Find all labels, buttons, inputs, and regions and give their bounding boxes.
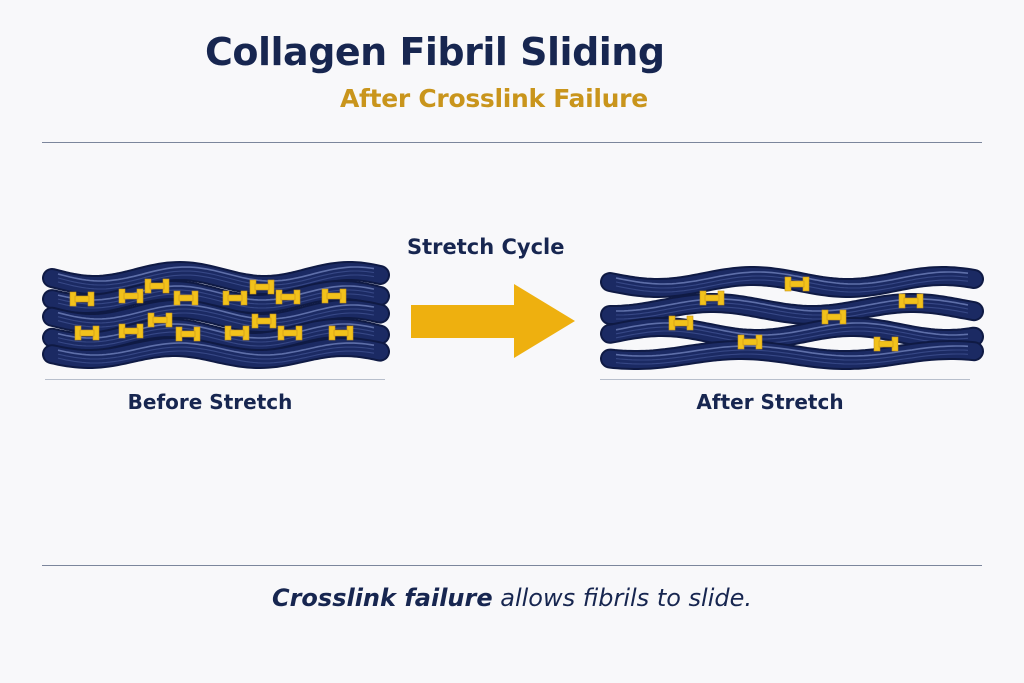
fibril-strand bbox=[616, 306, 969, 320]
fibril-strand bbox=[57, 289, 375, 305]
fibril-strand bbox=[615, 275, 969, 289]
crosslink-icon bbox=[175, 326, 201, 342]
process-label: Stretch Cycle bbox=[407, 235, 565, 259]
after-fibril-bundle bbox=[600, 266, 984, 370]
crosslink-icon bbox=[74, 325, 100, 341]
fibril-body bbox=[44, 301, 388, 332]
crosslink-icon bbox=[147, 312, 173, 328]
right-arrow-icon bbox=[411, 284, 575, 358]
fibril-strand bbox=[57, 323, 375, 339]
fibril-strand bbox=[615, 330, 969, 344]
fibril-body bbox=[44, 262, 388, 294]
fibril-strand bbox=[615, 271, 969, 285]
diagram-title: Collagen Fibril Sliding bbox=[205, 30, 665, 74]
fibril-strand bbox=[57, 331, 375, 347]
crosslink-icon bbox=[321, 288, 347, 304]
diagram-subtitle: After Crosslink Failure bbox=[340, 84, 648, 113]
crosslink-icon bbox=[737, 334, 763, 350]
fibril-strand bbox=[57, 350, 375, 364]
crosslink-icon bbox=[118, 323, 144, 339]
crosslink-icon bbox=[873, 336, 899, 352]
crosslink-icon bbox=[224, 325, 250, 341]
crosslink-icon bbox=[821, 309, 847, 325]
before-stretch-label: Before Stretch bbox=[127, 390, 293, 414]
fibril-strand bbox=[57, 327, 375, 343]
crosslink-icon bbox=[69, 291, 95, 307]
crosslink-icon bbox=[144, 278, 170, 294]
fibril-strand bbox=[57, 293, 375, 309]
before-fibril-bundle bbox=[42, 260, 390, 369]
fibril-body bbox=[44, 338, 388, 367]
bottom-divider bbox=[42, 565, 982, 566]
fibril-strand bbox=[57, 346, 375, 360]
crosslink-icon bbox=[784, 276, 810, 292]
fibril-strand bbox=[615, 353, 969, 365]
fibril-strand bbox=[57, 285, 375, 301]
fibril-strand bbox=[57, 266, 375, 282]
crosslink-icon bbox=[118, 288, 144, 304]
caption: Crosslink failure allows fibrils to slid… bbox=[0, 584, 1024, 612]
crosslink-icon bbox=[173, 290, 199, 306]
caption-emphasis: Crosslink failure bbox=[271, 584, 493, 612]
crosslink-icon bbox=[249, 279, 275, 295]
fibril-strand bbox=[57, 274, 375, 290]
fibril-body bbox=[602, 342, 982, 368]
after-stretch-label: After Stretch bbox=[696, 390, 844, 414]
crosslink-icon bbox=[898, 293, 924, 309]
crosslink-icon bbox=[251, 313, 277, 329]
crosslink-icon bbox=[275, 289, 301, 305]
top-divider bbox=[42, 142, 982, 143]
caption-text: allows fibrils to slide. bbox=[492, 584, 753, 612]
crosslink-icon bbox=[277, 325, 303, 341]
fibril-strand bbox=[57, 342, 375, 356]
fibril-strand bbox=[57, 270, 375, 286]
fibril-strand bbox=[57, 304, 375, 320]
fibril-strand bbox=[57, 308, 375, 324]
fibril-strand bbox=[615, 345, 969, 357]
fibril-strand bbox=[615, 349, 969, 361]
crosslink-icon bbox=[222, 290, 248, 306]
crosslink-icon bbox=[699, 290, 725, 306]
before-baseline bbox=[45, 379, 385, 380]
crosslink-icon bbox=[668, 315, 694, 331]
crosslink-icon bbox=[328, 325, 354, 341]
fibril-body bbox=[44, 319, 388, 351]
after-baseline bbox=[600, 379, 970, 380]
fibril-strand bbox=[57, 312, 375, 328]
